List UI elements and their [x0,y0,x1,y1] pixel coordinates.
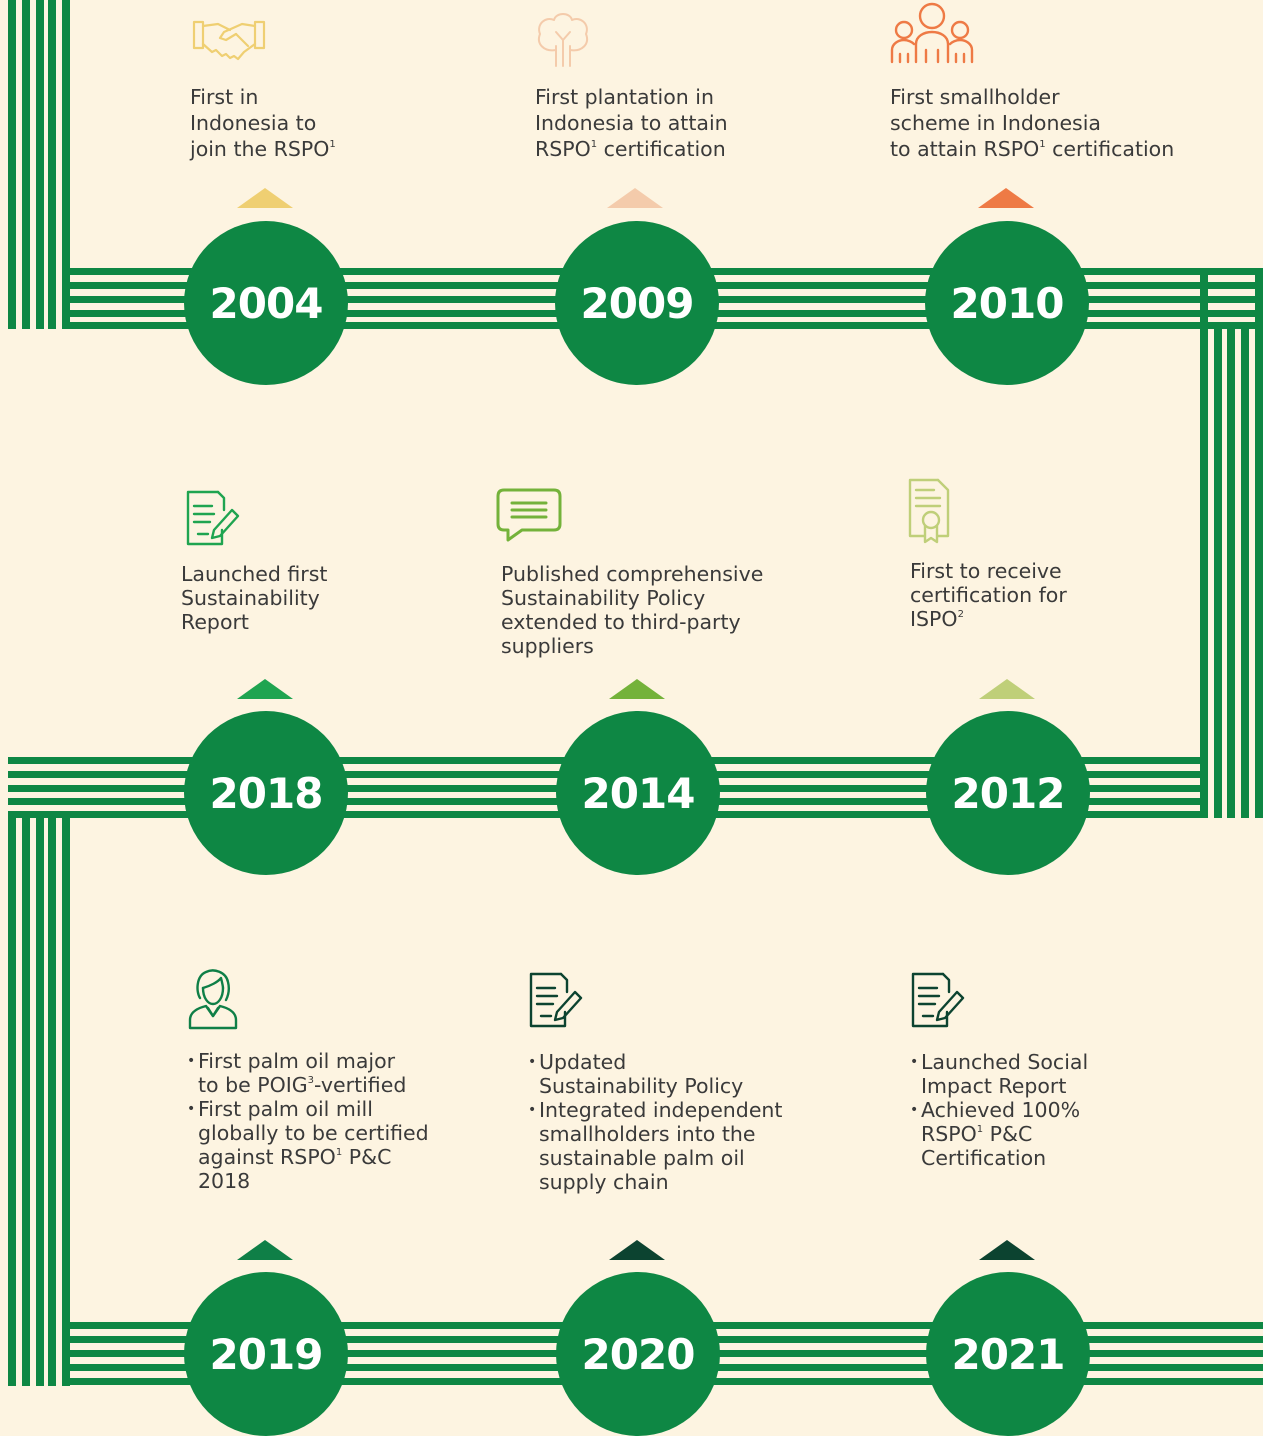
text-line: First smallholder [890,85,1060,109]
milestone-bullets: Launched Social Impact Report Achieved 1… [910,1050,1088,1170]
text-line: Sustainability [181,586,320,610]
text-line: Launched first [181,562,328,586]
text-line: extended to third-party [501,610,741,634]
text-line: suppliers [501,634,594,658]
year-circle: 2021 [926,1272,1090,1436]
tree-icon [534,10,592,73]
document-pen-icon [527,972,583,1035]
year-circle: 2012 [926,711,1090,875]
certificate-icon [908,478,952,549]
text-line: Achieved 100% [921,1098,1081,1122]
text-line: 2018 [198,1169,251,1193]
bullet-item: First palm oil major to be POIG3-vertifi… [187,1049,429,1097]
bullet-item: Integrated independent smallholders into… [528,1098,782,1194]
text-line: Indonesia to [190,111,317,135]
text-line: supply chain [539,1170,669,1194]
milestone-description: Launched first Sustainability Report [181,562,327,634]
bullet-item: Achieved 100% RSPO1 P&C Certification [910,1098,1088,1170]
text-line: globally to be certified [198,1121,429,1145]
bullet-item: First palm oil mill globally to be certi… [187,1097,429,1193]
pointer-triangle [237,1240,293,1260]
text-line: First palm oil mill [198,1097,373,1121]
text-line: scheme in Indonesia [890,111,1101,135]
text-line: ISPO2 [910,607,964,631]
year-circle: 2009 [555,221,719,385]
text-line: Published comprehensive [501,562,764,586]
text-line: against RSPO1 P&C [198,1145,392,1169]
text-line: join the RSPO1 [190,137,336,161]
text-line: Sustainability Policy [539,1074,744,1098]
pointer-triangle [237,679,293,699]
pointer-triangle [609,1240,665,1260]
text-line: RSPO1 P&C [921,1122,1033,1146]
milestone-description: First smallholder scheme in Indonesia to… [890,84,1174,162]
milestone-bullets: First palm oil major to be POIG3-vertifi… [187,1049,429,1193]
text-line: First palm oil major [198,1049,396,1073]
text-line: smallholders into the [539,1122,756,1146]
text-line: First plantation in [535,85,714,109]
pointer-triangle [979,679,1035,699]
year-circle: 2019 [184,1272,348,1436]
text-line: Updated [539,1050,627,1074]
text-line: Report [181,610,249,634]
milestone-description: First to receive certification for ISPO2 [910,559,1067,631]
milestone-bullets: Updated Sustainability Policy Integrated… [528,1050,782,1194]
document-pen-icon [909,972,965,1035]
pointer-triangle [978,188,1034,208]
bullet-item: Updated Sustainability Policy [528,1050,782,1098]
bullet-item: Launched Social Impact Report [910,1050,1088,1098]
milestone-description: First in Indonesia to join the RSPO1 [190,84,336,162]
year-circle: 2010 [925,221,1089,385]
text-line: sustainable palm oil [539,1146,745,1170]
text-line: certification for [910,583,1067,607]
text-line: Impact Report [921,1074,1067,1098]
text-line: to be POIG3-vertified [198,1073,407,1097]
people-group-icon [890,0,974,69]
text-line: RSPO1 certification [535,137,726,161]
speech-bubble-icon [496,488,562,547]
pointer-triangle [237,188,293,208]
milestone-description: Published comprehensive Sustainability P… [501,562,763,658]
handshake-icon [192,14,266,69]
text-line: Launched Social [921,1050,1089,1074]
pointer-triangle [607,188,663,208]
pointer-triangle [979,1240,1035,1260]
year-circle: 2020 [556,1272,720,1436]
pointer-triangle [609,679,665,699]
person-icon [188,968,238,1035]
text-line: First to receive [910,559,1062,583]
milestone-description: First plantation in Indonesia to attain … [535,84,728,162]
text-line: to attain RSPO1 certification [890,137,1175,161]
text-line: First in [190,85,259,109]
text-line: Certification [921,1146,1047,1170]
text-line: Sustainability Policy [501,586,706,610]
text-line: Indonesia to attain [535,111,728,135]
year-circle: 2004 [184,221,348,385]
year-circle: 2018 [184,711,348,875]
document-pen-icon [184,490,240,553]
year-circle: 2014 [556,711,720,875]
text-line: Integrated independent [539,1098,783,1122]
